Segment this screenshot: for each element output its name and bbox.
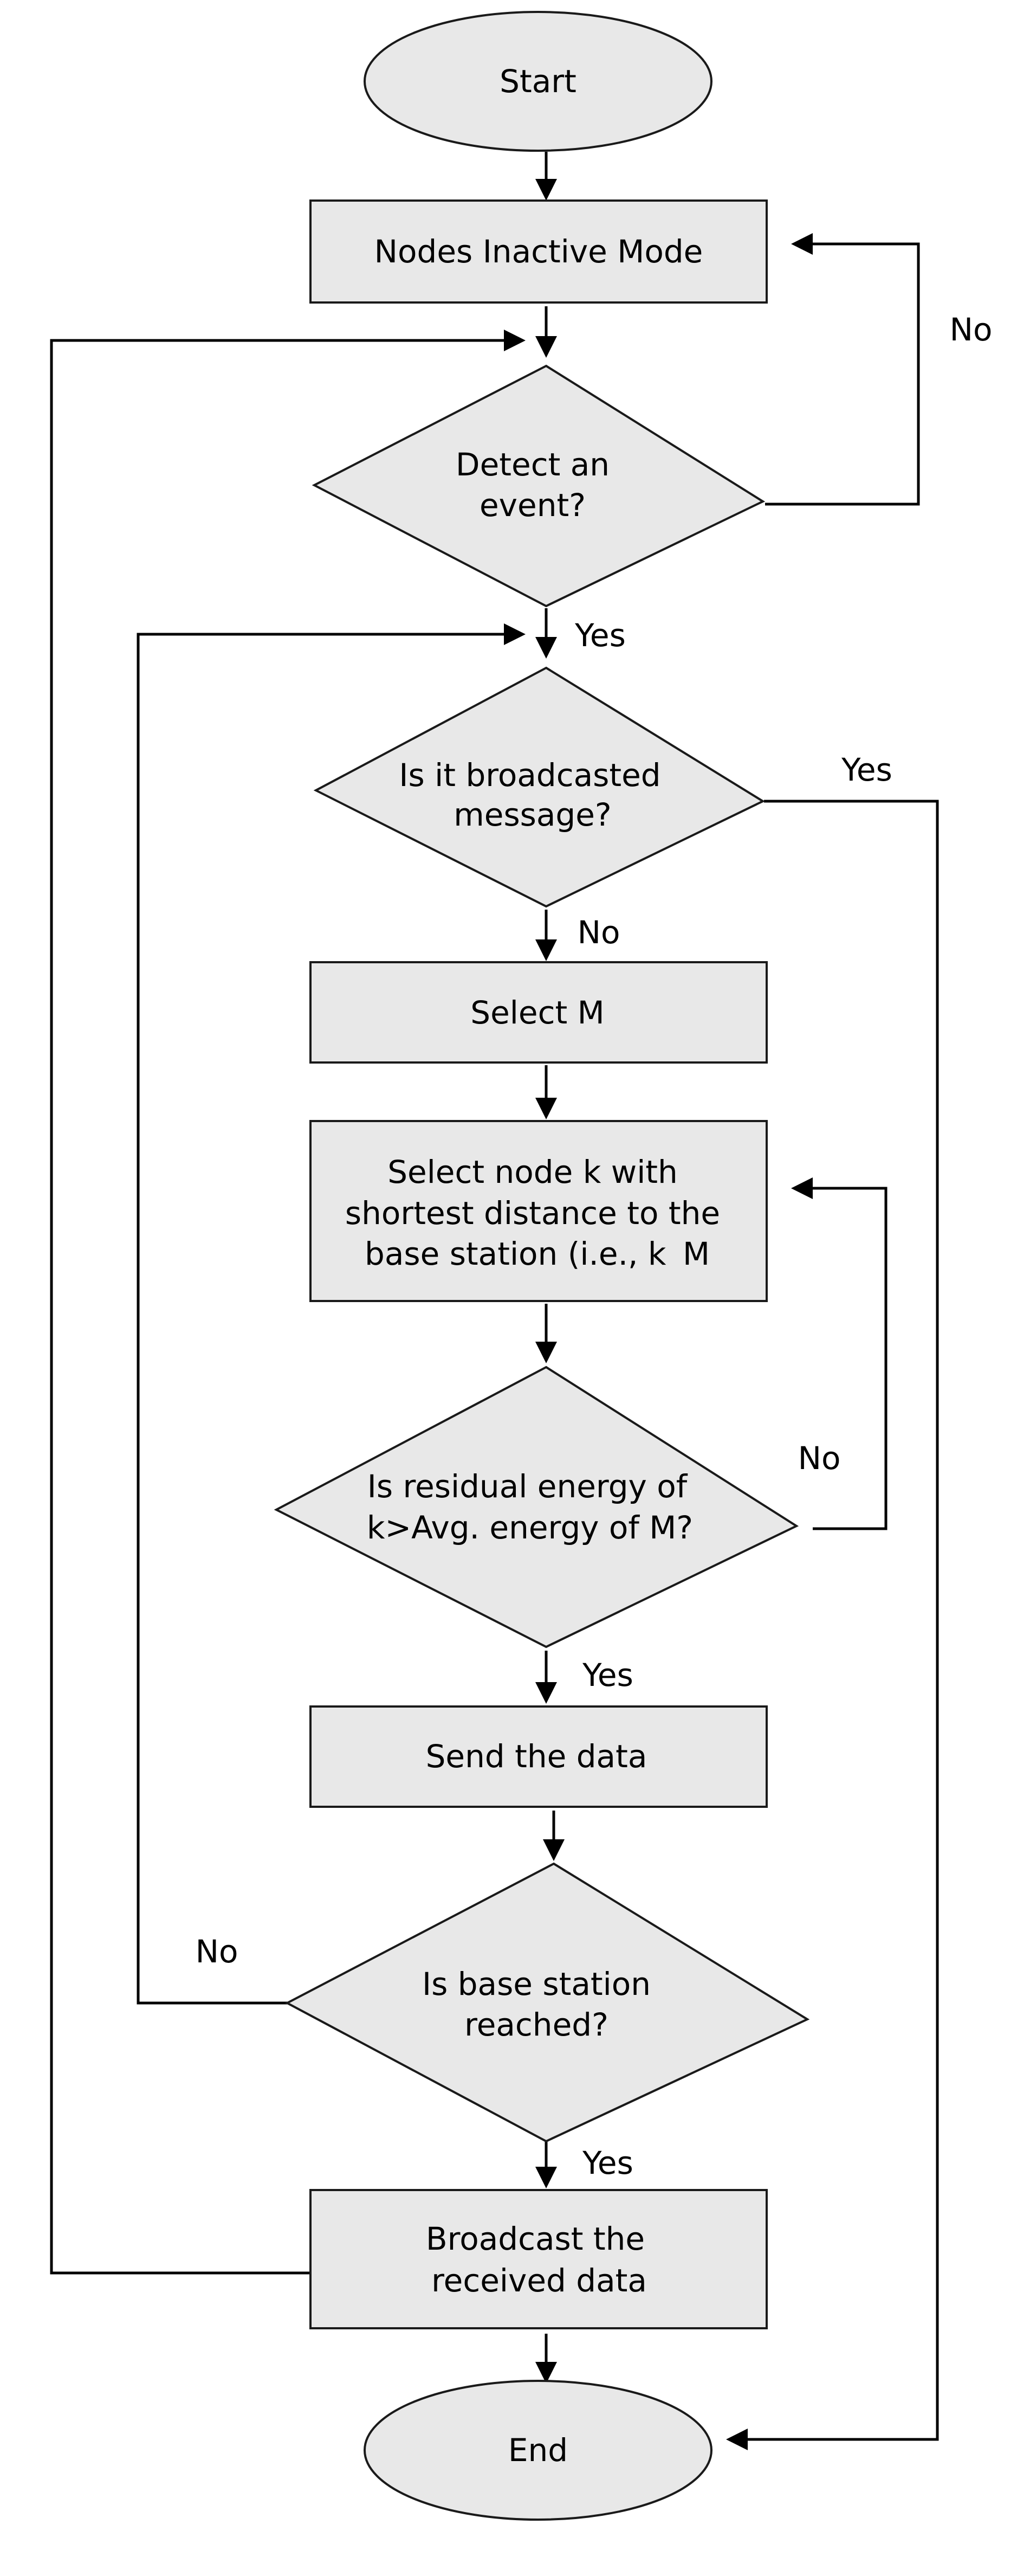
arrow-broadcast-back-to-detect (50, 330, 526, 2275)
broadcasted-message-decision: Is it broadcasted message? (313, 666, 766, 908)
inactive-mode-node: Nodes Inactive Mode (309, 199, 768, 304)
select-node-k-node: Select node k with shortest distance to … (309, 1120, 768, 1302)
end-ellipse (364, 2380, 712, 2521)
end-node: End (364, 2380, 712, 2521)
arrow-reached-no-loop (137, 623, 526, 2005)
detect-event-label-line1: Detect an (456, 446, 610, 483)
broadcast-data-node: Broadcast the received data (309, 2189, 768, 2329)
broadcasted-yes-label: Yes (841, 751, 892, 788)
broadcasted-no-label: No (578, 914, 620, 951)
reached-yes-label: Yes (582, 2144, 633, 2181)
broadcast-data-label-line2: received data (431, 2262, 647, 2299)
connectors (50, 152, 939, 2450)
send-data-node: Send the data (309, 1705, 768, 1808)
broadcast-data-label-line1: Broadcast the (426, 2220, 645, 2257)
inactive-mode-label: Nodes Inactive Mode (374, 233, 703, 270)
base-station-reached-diamond (284, 1862, 810, 2143)
broadcasted-message-label-line2: message? (454, 796, 611, 833)
broadcast-data-box (309, 2189, 768, 2329)
base-station-reached-label-line2: reached? (464, 2006, 608, 2043)
start-node: Start (364, 11, 712, 152)
start-label: Start (500, 63, 576, 100)
residual-no-label: No (798, 1440, 841, 1477)
broadcasted-message-label-line1: Is it broadcasted (399, 757, 660, 794)
select-m-box (309, 961, 768, 1064)
end-label: End (508, 2432, 568, 2469)
select-node-k-label-line3: base station (i.e., k (365, 1235, 666, 1272)
base-station-reached-label-line1: Is base station (422, 1966, 651, 2002)
select-node-k-label-line2: shortest distance to the (345, 1195, 720, 1232)
residual-energy-label-line2: k>Avg. energy of M? (367, 1509, 693, 1546)
select-node-k-label-line3-m: M (683, 1235, 710, 1272)
base-station-reached-decision: Is base station reached? (284, 1862, 810, 2143)
broadcasted-message-diamond (313, 666, 766, 908)
select-node-k-box (309, 1120, 768, 1302)
detect-event-decision: Detect an event? (312, 364, 766, 608)
select-node-k-label-line1: Select node k with (387, 1154, 678, 1190)
residual-energy-label-line1: Is residual energy of (367, 1468, 688, 1505)
residual-energy-decision: Is residual energy of k>Avg. energy of M… (274, 1366, 799, 1648)
select-m-node: Select M (309, 961, 768, 1064)
arrow-detect-no-loop (765, 233, 920, 506)
arrow-residual-no-loop (791, 1177, 888, 1530)
detect-no-label: No (950, 311, 993, 348)
detect-event-label-line2: event? (480, 487, 586, 524)
reached-no-label: No (196, 1933, 238, 1970)
start-ellipse (364, 11, 712, 152)
edge-labels: No Yes Yes No No Yes No Yes (196, 311, 993, 2181)
select-m-label: Select M (470, 994, 604, 1031)
send-data-box (309, 1705, 768, 1808)
detect-event-diamond (312, 364, 766, 608)
send-data-label: Send the data (426, 1738, 647, 1775)
inactive-mode-box (309, 199, 768, 304)
residual-energy-diamond (274, 1366, 799, 1648)
residual-yes-label: Yes (582, 1657, 633, 1693)
arrow-broadcasted-yes-to-end (726, 800, 939, 2450)
detect-yes-label: Yes (574, 617, 626, 654)
